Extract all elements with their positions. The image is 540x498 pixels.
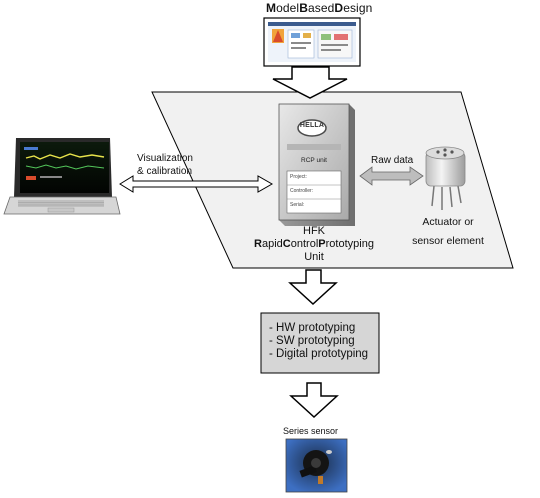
actuator-image bbox=[425, 146, 466, 210]
rcp-caption: HFK RapidControlPrototyping Unit bbox=[246, 225, 382, 264]
caption-part: apid bbox=[262, 238, 283, 250]
rcp-form-row-serial: Serial: bbox=[290, 202, 305, 208]
prototyping-item-digital: - Digital prototyping bbox=[269, 348, 369, 360]
prototyping-box bbox=[260, 312, 380, 374]
rcp-form-row-controller: Controller: bbox=[290, 188, 314, 194]
actuator-label: Actuator or sensor element bbox=[408, 213, 488, 251]
rcp-device bbox=[278, 103, 355, 226]
visualization-label-line2: & calibration bbox=[137, 166, 193, 177]
visualization-label: Visualization & calibration bbox=[137, 152, 193, 178]
arrow-down-prototyping bbox=[288, 269, 338, 306]
title-part: odel bbox=[276, 1, 300, 15]
visualization-label-line1: Visualization bbox=[137, 153, 193, 164]
rcp-brand-logo: HELLA bbox=[299, 122, 325, 129]
title-part: esign bbox=[343, 1, 373, 15]
rcp-form-row-project: Project: bbox=[290, 174, 307, 180]
prototyping-list: - HW prototyping - SW prototyping - Digi… bbox=[269, 322, 368, 361]
raw-data-label: Raw data bbox=[371, 155, 414, 166]
arrow-down-mbd bbox=[272, 66, 348, 99]
laptop-image bbox=[3, 138, 121, 215]
caption-part: C bbox=[282, 238, 291, 250]
caption-part: rototyping bbox=[325, 238, 374, 250]
arrow-raw-data bbox=[359, 166, 424, 186]
title-part: ased bbox=[307, 1, 335, 15]
caption-part: ontrol bbox=[290, 238, 319, 250]
model-based-design-title: ModelBasedDesign bbox=[266, 1, 372, 15]
series-sensor-image bbox=[285, 438, 348, 493]
rcp-caption-line2: RapidControlPrototyping bbox=[246, 238, 382, 251]
actuator-label-line2: sensor element bbox=[412, 235, 484, 247]
rcp-caption-line3: Unit bbox=[304, 251, 324, 263]
title-part: B bbox=[299, 1, 308, 15]
actuator-label-line1: Actuator or bbox=[422, 216, 474, 228]
title-part: M bbox=[266, 1, 277, 15]
prototyping-item-hw: - HW prototyping bbox=[269, 322, 356, 334]
series-sensor-label: Series sensor bbox=[283, 426, 339, 436]
model-based-design-screenshot bbox=[263, 17, 361, 67]
title-part: D bbox=[334, 1, 344, 15]
prototyping-item-sw: - SW prototyping bbox=[269, 335, 355, 347]
arrow-visualization bbox=[119, 175, 274, 193]
arrow-down-series bbox=[289, 382, 339, 419]
rcp-face-label: RCP unit bbox=[301, 157, 327, 164]
caption-part: R bbox=[254, 238, 262, 250]
caption-part: P bbox=[318, 238, 326, 250]
rcp-caption-line1: HFK bbox=[303, 225, 325, 237]
